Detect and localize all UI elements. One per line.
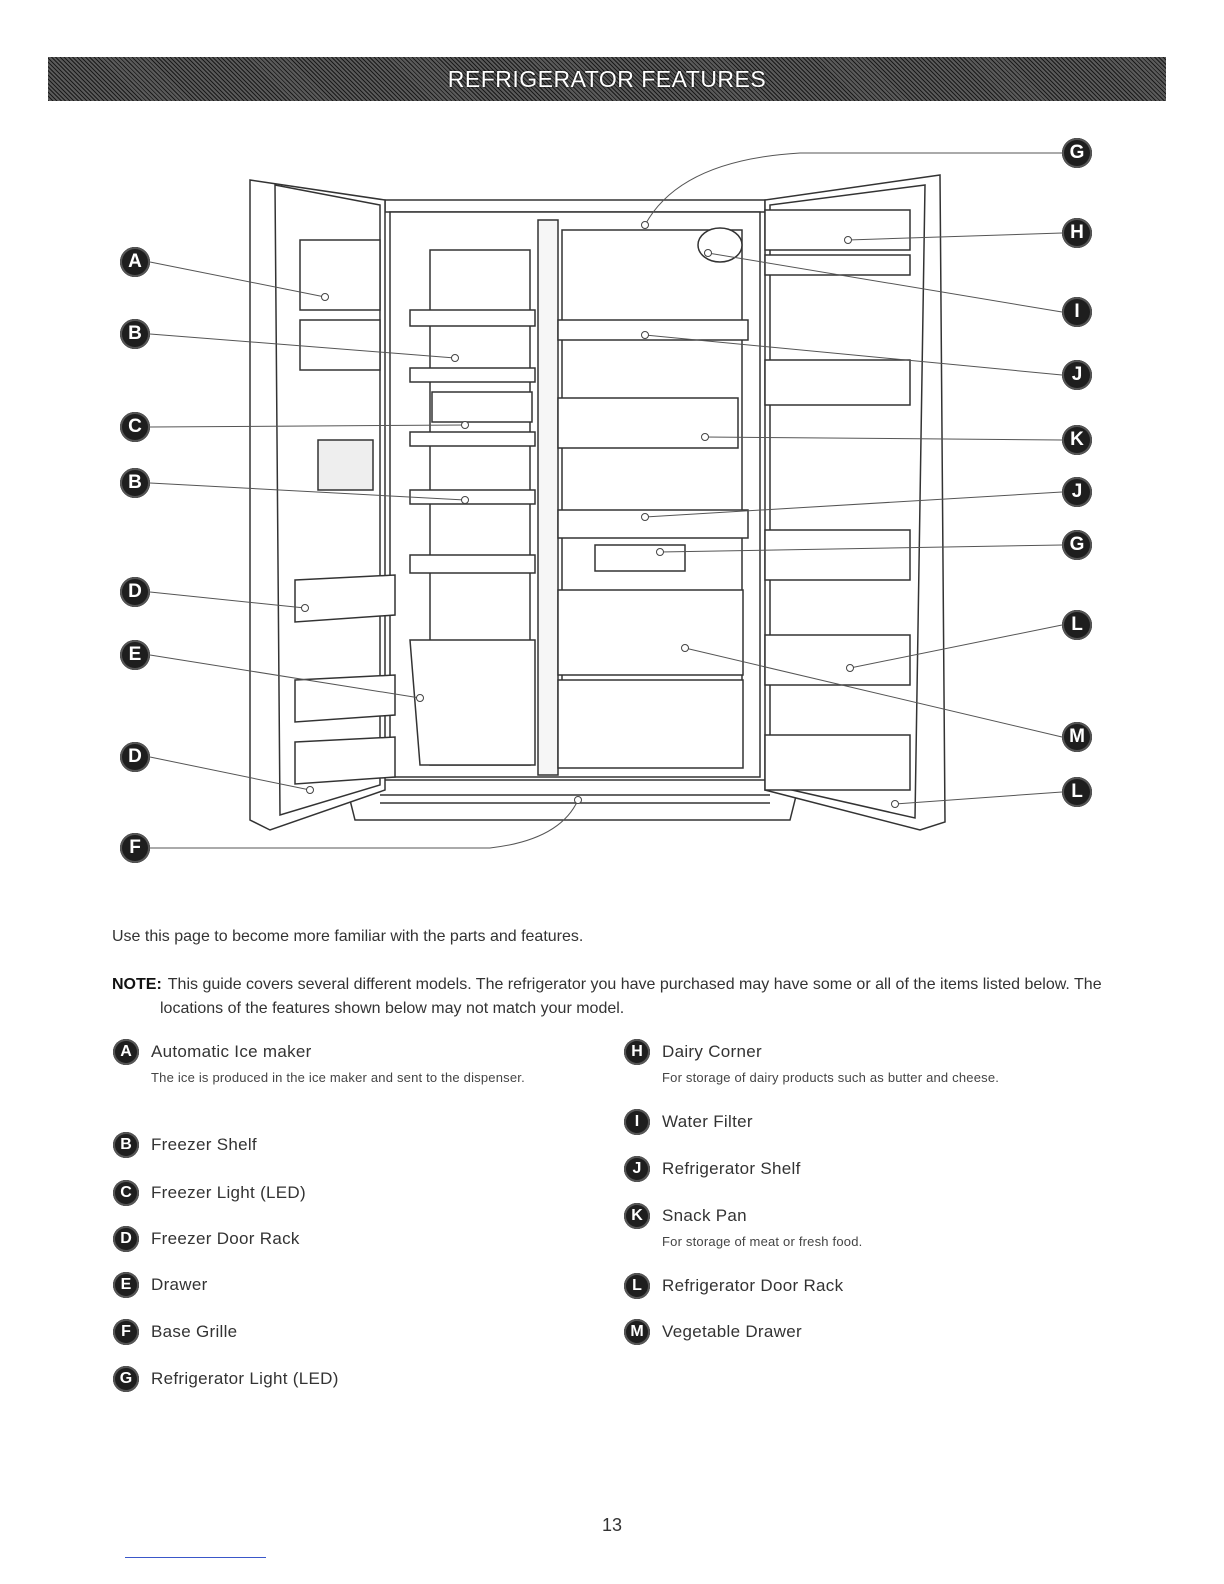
section-header-banner: REFRIGERATOR FEATURES [48,57,1166,101]
feature-name: Vegetable Drawer [662,1322,802,1341]
feature-badge-g: G [113,1366,139,1392]
feature-name: Automatic Ice maker [151,1042,312,1061]
refrigerator-diagram [149,152,1063,849]
intro-text: Use this page to become more familiar wi… [112,928,584,945]
feature-badge-c: C [113,1180,139,1206]
feature-badge-a: A [113,1039,139,1065]
feature-badge-m: M [624,1319,650,1345]
feature-item-k: K Snack Pan For storage of meat or fresh… [624,1203,863,1251]
callout-badge-k: K [1062,425,1092,455]
footer-rule [125,1557,266,1558]
feature-description: The ice is produced in the ice maker and… [151,1070,525,1085]
feature-badge-h: H [624,1039,650,1065]
feature-badge-j: J [624,1156,650,1182]
callout-badge-j-2: J [1062,477,1092,507]
feature-name: Refrigerator Light (LED) [151,1369,339,1388]
callout-badge-l: L [1062,610,1092,640]
callout-badge-d: D [120,577,150,607]
feature-name: Refrigerator Door Rack [662,1276,844,1295]
feature-badge-e: E [113,1272,139,1298]
feature-name: Water Filter [662,1112,753,1131]
feature-item-j: J Refrigerator Shelf [624,1156,801,1182]
feature-name: Freezer Shelf [151,1135,257,1154]
callout-badge-f: F [120,833,150,863]
feature-name: Refrigerator Shelf [662,1159,801,1178]
callout-badge-b-2: B [120,468,150,498]
feature-badge-b: B [113,1132,139,1158]
feature-name: Snack Pan [662,1206,747,1225]
callout-badge-i: I [1062,297,1092,327]
feature-item-b: B Freezer Shelf [113,1132,257,1158]
feature-item-f: F Base Grille [113,1319,238,1345]
callout-badge-c: C [120,412,150,442]
feature-name: Freezer Light (LED) [151,1183,306,1202]
feature-item-m: M Vegetable Drawer [624,1319,802,1345]
callout-badge-m: M [1062,722,1092,752]
feature-item-l: L Refrigerator Door Rack [624,1273,844,1299]
note-label: NOTE: [112,976,162,993]
feature-badge-d: D [113,1226,139,1252]
feature-badge-f: F [113,1319,139,1345]
feature-item-c: C Freezer Light (LED) [113,1180,306,1206]
callout-badge-b: B [120,319,150,349]
note-text: This guide covers several different mode… [160,976,1102,1017]
feature-name: Freezer Door Rack [151,1229,300,1248]
feature-item-e: E Drawer [113,1272,208,1298]
feature-description: For storage of dairy products such as bu… [662,1070,1000,1085]
feature-item-d: D Freezer Door Rack [113,1226,300,1252]
callout-badge-g-2: G [1062,530,1092,560]
callout-badge-g: G [1062,138,1092,168]
callout-badge-h: H [1062,218,1092,248]
feature-item-h: H Dairy Corner For storage of dairy prod… [624,1039,1114,1087]
feature-badge-i: I [624,1109,650,1135]
feature-item-i: I Water Filter [624,1109,753,1135]
feature-name: Base Grille [151,1322,238,1341]
callout-badge-l-2: L [1062,777,1092,807]
callout-badge-j: J [1062,360,1092,390]
feature-item-g: G Refrigerator Light (LED) [113,1366,339,1392]
callout-badge-a: A [120,247,150,277]
feature-name: Drawer [151,1275,208,1294]
feature-badge-k: K [624,1203,650,1229]
callout-badge-e: E [120,640,150,670]
note-paragraph: NOTE:This guide covers several different… [112,973,1107,1021]
section-title: REFRIGERATOR FEATURES [447,65,767,92]
page-number: 13 [601,1515,623,1535]
feature-item-a: A Automatic Ice maker The ice is produce… [113,1039,573,1087]
feature-name: Dairy Corner [662,1042,762,1061]
feature-badge-l: L [624,1273,650,1299]
feature-description: For storage of meat or fresh food. [662,1234,863,1249]
callout-badge-d-2: D [120,742,150,772]
